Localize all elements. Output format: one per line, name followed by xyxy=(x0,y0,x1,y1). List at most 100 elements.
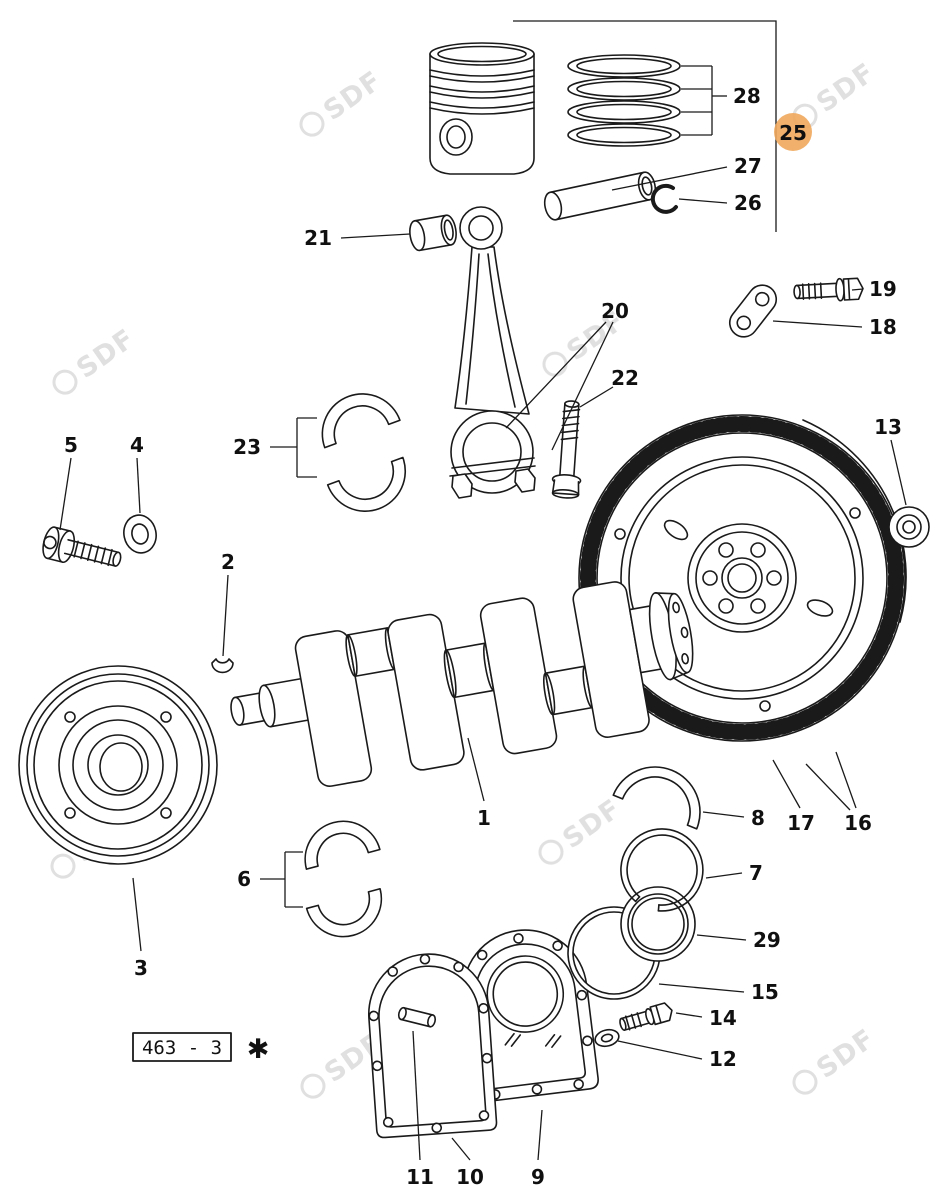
woodruff-key xyxy=(211,658,234,674)
callout-11: 11 xyxy=(406,1165,434,1189)
callout-27: 27 xyxy=(734,154,762,178)
piston-rings xyxy=(567,54,681,147)
callout-9: 9 xyxy=(531,1165,545,1189)
leader-line-4 xyxy=(136,457,141,514)
callout-3: 3 xyxy=(134,956,148,980)
rod-bearing-shells xyxy=(321,393,407,512)
leader-line-20 xyxy=(551,321,614,451)
callout-6: 6 xyxy=(237,867,251,891)
callout-12: 12 xyxy=(709,1047,737,1071)
callout-19: 19 xyxy=(869,277,897,301)
washer xyxy=(123,514,157,554)
leader-line-21 xyxy=(340,233,411,239)
bolt-washer xyxy=(594,1028,620,1048)
pulley-bolt xyxy=(42,526,122,567)
retaining-ring xyxy=(620,828,704,912)
gasket xyxy=(368,953,498,1139)
leader-line-29 xyxy=(696,934,747,941)
callout-20: 20 xyxy=(601,299,629,323)
leader-line-1 xyxy=(467,737,485,802)
callout-8: 8 xyxy=(751,806,765,830)
thrust-washer xyxy=(612,766,701,830)
pilot-bearing xyxy=(888,506,930,548)
leader-line-10 xyxy=(451,1137,471,1161)
watermark-logo-icon xyxy=(792,1069,818,1095)
pulley xyxy=(18,665,218,865)
callout-21: 21 xyxy=(304,226,332,250)
leader-line-7 xyxy=(705,872,743,879)
leader-line-13 xyxy=(890,439,907,506)
leader-line-12 xyxy=(617,1040,703,1060)
leader-line-2 xyxy=(222,574,229,657)
callout-25: 25 xyxy=(779,121,807,145)
callout-16: 16 xyxy=(844,811,872,835)
lock-plate xyxy=(728,284,778,338)
connecting-rod xyxy=(449,206,536,499)
callout-1: 1 xyxy=(477,806,491,830)
callout-15: 15 xyxy=(751,980,779,1004)
watermark-logo-icon xyxy=(538,839,564,865)
callout-highlight-25 xyxy=(774,113,812,151)
watermark-logo-icon xyxy=(299,111,325,137)
housing-bolt xyxy=(619,1002,673,1031)
asterisk-mark: ✱ xyxy=(247,1034,270,1065)
leader-line-5 xyxy=(59,457,72,531)
watermark-text: SDF xyxy=(318,65,388,127)
circlip xyxy=(650,183,678,214)
leader-line-20 xyxy=(505,321,607,429)
watermark-text: SDF xyxy=(557,793,627,855)
rod-bolt xyxy=(551,400,582,499)
piston xyxy=(429,42,535,175)
watermark-logo-icon xyxy=(50,853,76,879)
leader-line-16 xyxy=(835,751,857,809)
callout-18: 18 xyxy=(869,315,897,339)
callout-7: 7 xyxy=(749,861,763,885)
main-bearing-shells xyxy=(304,820,383,938)
crankshaft xyxy=(230,581,694,787)
callout-26: 26 xyxy=(734,191,762,215)
leader-line-22 xyxy=(579,386,614,408)
oil-seal xyxy=(620,886,696,962)
sdf-watermark: SDF xyxy=(792,1023,881,1095)
leader-line-27 xyxy=(611,166,728,191)
leader-line-3 xyxy=(132,877,142,952)
leader-line-26 xyxy=(678,198,728,204)
watermark-text: SDF xyxy=(811,57,881,119)
piston-pin xyxy=(543,171,657,221)
leader-line-16 xyxy=(805,763,851,811)
dowel-pin xyxy=(397,1006,437,1028)
leader-line-19 xyxy=(851,288,864,291)
callout-10: 10 xyxy=(456,1165,484,1189)
leader-line-9 xyxy=(537,1109,543,1161)
leader-line-25 xyxy=(513,20,777,232)
callout-17: 17 xyxy=(787,811,815,835)
callout-23: 23 xyxy=(233,435,261,459)
watermark-text: SDF xyxy=(811,1023,881,1085)
callout-28: 28 xyxy=(733,84,761,108)
leader-line-8 xyxy=(702,811,745,818)
figure-code-label: 463 - 3 xyxy=(142,1037,222,1059)
figure-code: 463 - 3 xyxy=(132,1032,232,1062)
flywheel-bolt xyxy=(793,277,864,302)
watermark-text: SDF xyxy=(71,323,141,385)
sdf-watermark: SDF xyxy=(299,65,388,137)
callout-4: 4 xyxy=(130,433,144,457)
callout-13: 13 xyxy=(874,415,902,439)
callout-2: 2 xyxy=(221,550,235,574)
parts-layer: 463 - 3 ✱ xyxy=(18,42,930,1139)
callout-5: 5 xyxy=(64,433,78,457)
leader-line-18 xyxy=(772,320,863,328)
sdf-watermark: SDF xyxy=(538,793,627,865)
leader-line-15 xyxy=(658,983,745,993)
leader-line-14 xyxy=(675,1012,703,1018)
rod-bushing xyxy=(409,214,457,252)
watermark-logo-icon xyxy=(52,369,78,395)
seal-housing xyxy=(462,929,599,1103)
sdf-watermark: SDF xyxy=(52,323,141,395)
leader-line-17 xyxy=(772,759,801,809)
watermark-logo-icon xyxy=(300,1073,326,1099)
watermark-logo-icon xyxy=(542,351,568,377)
